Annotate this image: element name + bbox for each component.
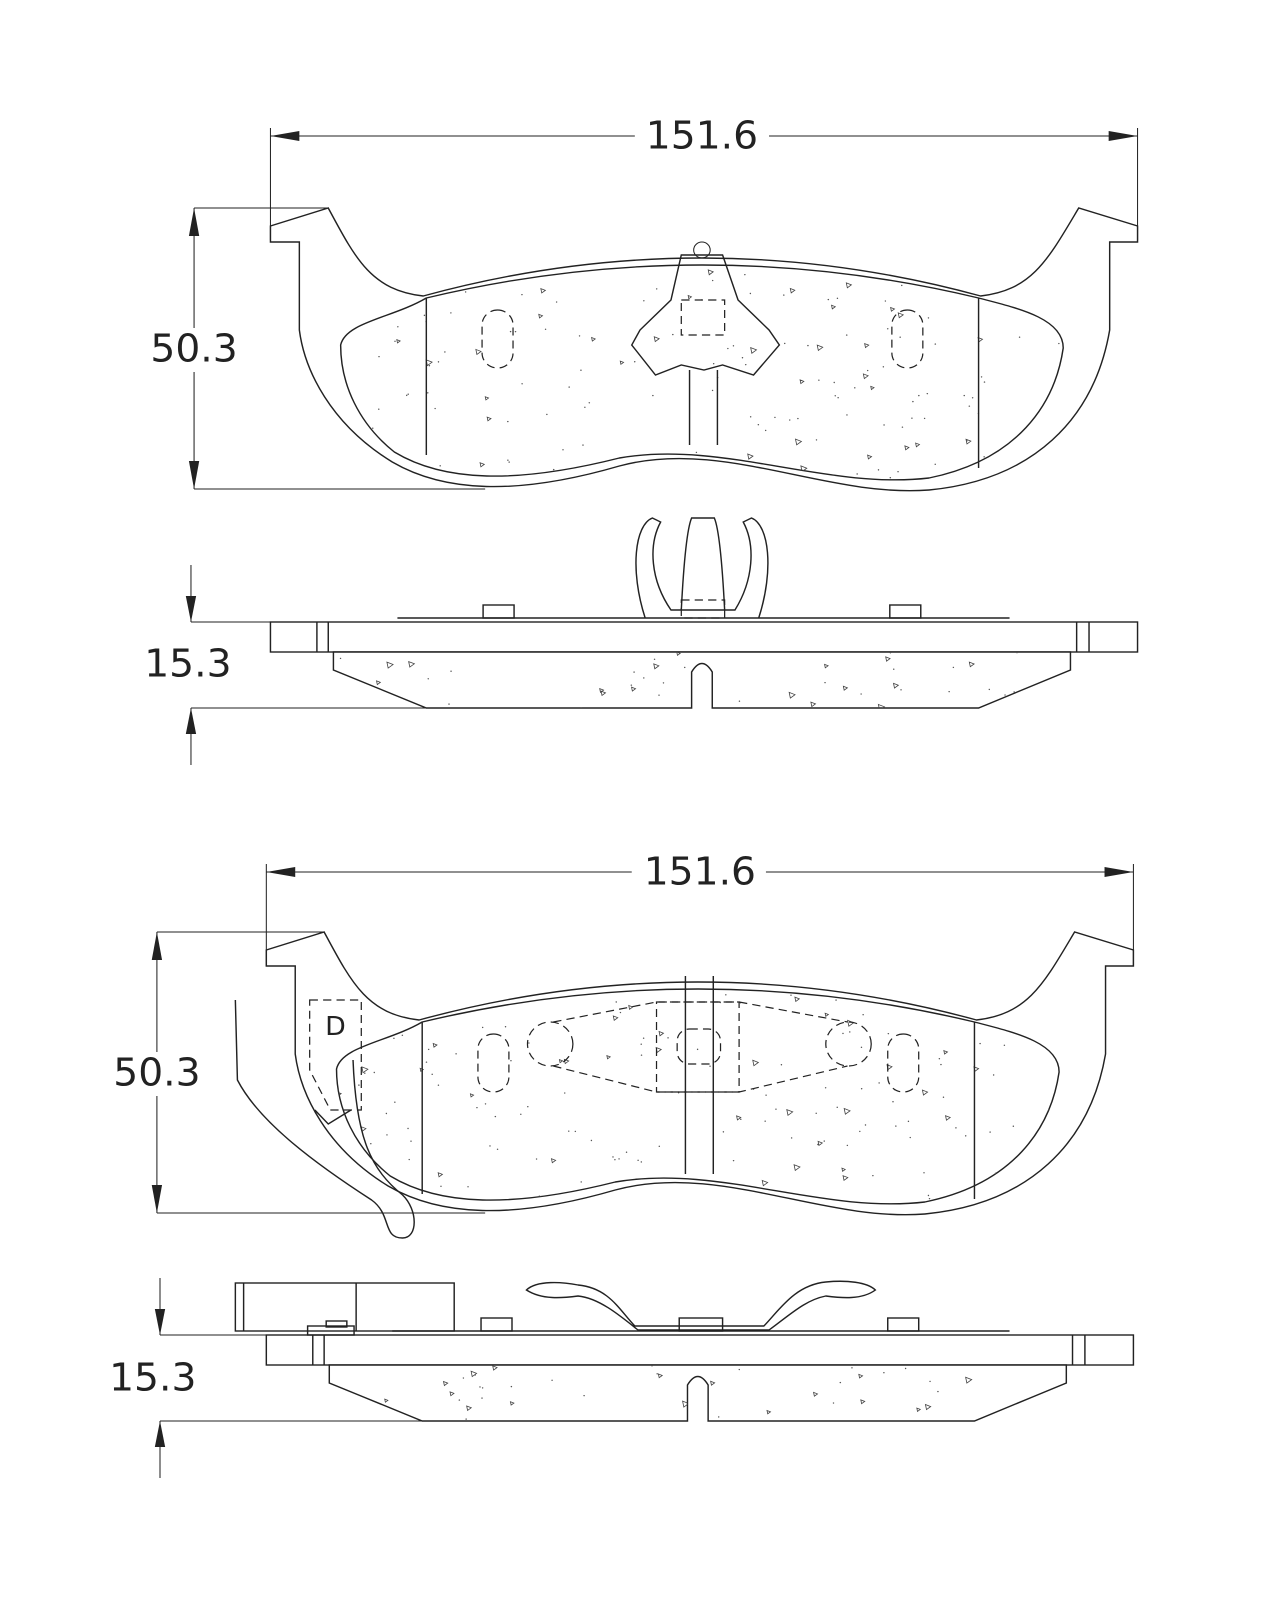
wear-sensor <box>309 999 362 1111</box>
anti-rattle-spring <box>525 1280 877 1331</box>
friction-texture <box>353 1365 1058 1421</box>
friction-lining <box>339 264 1064 481</box>
pad-face-view-2: 151.6 50.3 D <box>107 850 1135 1239</box>
width-dimension-label: 151.6 <box>646 114 758 158</box>
svg-text:D: D <box>325 1011 346 1042</box>
pad-side-view-2: 15.3 <box>109 1278 1135 1478</box>
height-dimension-label-2: 50.3 <box>113 1051 200 1095</box>
mounting-hole-right <box>891 309 924 369</box>
thickness-dimension-label-2: 15.3 <box>109 1356 196 1400</box>
wear-sensor-wire <box>234 999 415 1239</box>
wear-sensor-side <box>234 1282 455 1332</box>
thickness-dimension-label: 15.3 <box>144 642 231 686</box>
pad-face-view-1: 151.6 50.3 <box>144 114 1139 492</box>
height-dimension-label: 50.3 <box>150 327 237 371</box>
pad-side-view-1: 15.3 <box>144 517 1139 765</box>
width-dimension-label-2: 151.6 <box>644 850 756 894</box>
retaining-clip <box>630 254 781 376</box>
backing-plate-side <box>269 621 1139 653</box>
mounting-hole-left <box>481 309 514 369</box>
spring-clip-side <box>635 517 769 619</box>
